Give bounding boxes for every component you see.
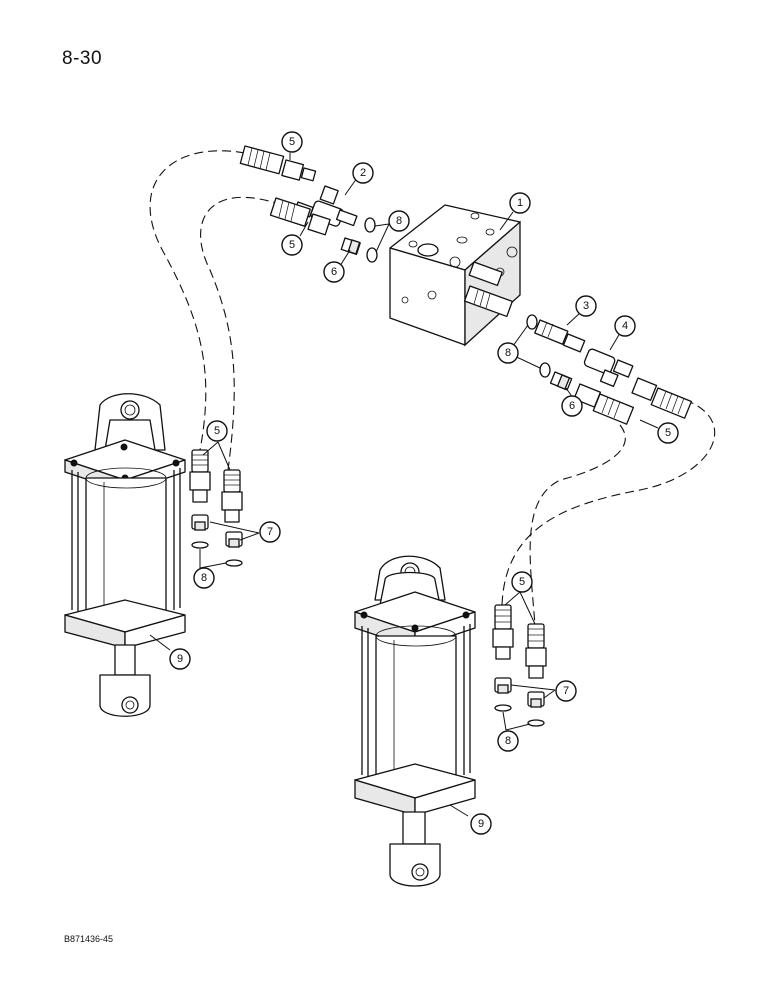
svg-text:9: 9	[478, 818, 484, 830]
document-code: B871436-45	[64, 934, 114, 944]
right-cylinder-fittings	[492, 604, 547, 727]
svg-text:9: 9	[177, 653, 183, 665]
svg-text:6: 6	[569, 400, 575, 412]
callout-6-right: 6	[561, 395, 583, 417]
callout-8-right-cylinder: 8	[497, 730, 519, 752]
hose-right-lower	[529, 424, 626, 626]
callout-7-right: 7	[555, 680, 577, 702]
callout-5-left-cylinder: 5	[206, 420, 228, 442]
callout-5-right-cylinder: 5	[511, 571, 533, 593]
callout-6-left: 6	[323, 261, 345, 283]
callout-9-right: 9	[470, 813, 492, 835]
svg-text:5: 5	[289, 136, 295, 148]
hose-left-outer	[149, 150, 246, 451]
callout-5-lower-left: 5	[281, 234, 303, 256]
callout-1: 1	[509, 192, 531, 214]
svg-text:5: 5	[665, 427, 671, 439]
hose-right-upper	[501, 399, 716, 606]
svg-text:5: 5	[289, 239, 295, 251]
callout-7-left: 7	[259, 521, 281, 543]
svg-text:1: 1	[517, 197, 523, 209]
right-fittings	[526, 314, 693, 425]
svg-text:7: 7	[267, 526, 273, 538]
svg-text:7: 7	[563, 685, 569, 697]
left-cylinder	[64, 393, 186, 717]
svg-text:2: 2	[360, 167, 366, 179]
callout-8-upper: 8	[388, 210, 410, 232]
callout-5-right: 5	[657, 422, 679, 444]
callout-4: 4	[614, 315, 636, 337]
svg-text:4: 4	[622, 320, 628, 332]
left-cylinder-fittings	[189, 449, 243, 567]
callouts: 1 2 3 4 5 5 5 5	[169, 131, 679, 835]
svg-text:8: 8	[505, 347, 511, 359]
leader-lines	[149, 153, 659, 817]
svg-text:5: 5	[214, 425, 220, 437]
hoses	[149, 150, 716, 626]
callout-8-left-cylinder: 8	[193, 567, 215, 589]
svg-text:8: 8	[201, 572, 207, 584]
svg-text:8: 8	[505, 735, 511, 747]
svg-text:5: 5	[519, 576, 525, 588]
callout-3: 3	[575, 295, 597, 317]
hose-left-inner	[200, 196, 283, 471]
valve-block	[389, 204, 521, 347]
upper-left-fittings	[239, 145, 378, 263]
callout-2: 2	[352, 162, 374, 184]
svg-text:8: 8	[396, 215, 402, 227]
svg-text:3: 3	[583, 300, 589, 312]
callout-8-right: 8	[497, 342, 519, 364]
page-number: 8-30	[62, 48, 103, 69]
svg-text:6: 6	[331, 266, 337, 278]
callout-9-left: 9	[169, 648, 191, 670]
callout-5-upper: 5	[281, 131, 303, 153]
right-cylinder	[354, 555, 476, 887]
